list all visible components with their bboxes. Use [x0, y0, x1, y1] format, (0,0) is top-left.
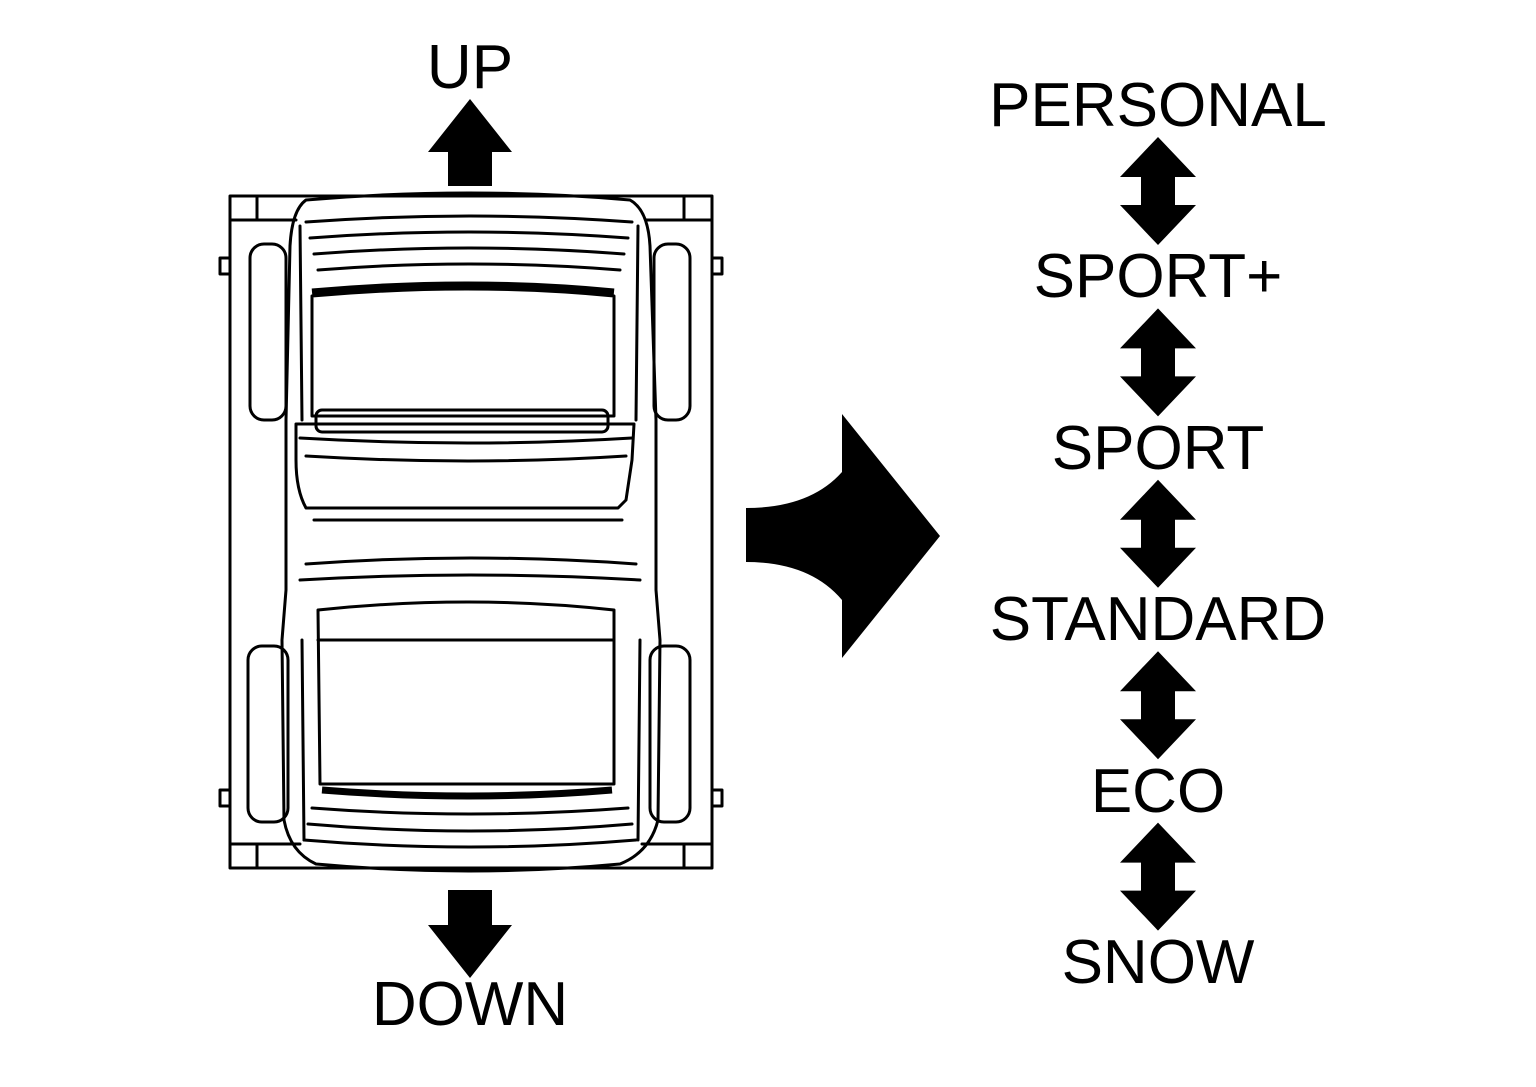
down-arrow-icon — [428, 890, 512, 978]
double-arrow-icon — [1120, 651, 1196, 760]
drive-mode-list: PERSONAL SPORT+ SPORT STANDARD ECO SNOW — [989, 71, 1327, 997]
double-arrow-icon — [1120, 822, 1196, 931]
mode-label-standard: STANDARD — [990, 585, 1326, 654]
up-label: UP — [427, 33, 513, 102]
double-arrow-icon — [1120, 308, 1196, 417]
down-label: DOWN — [372, 970, 568, 1039]
right-pointer-arrow-icon — [746, 414, 940, 658]
mode-label-eco: ECO — [1091, 757, 1225, 826]
mode-label-sport: SPORT — [1052, 414, 1264, 483]
mode-arrows — [1120, 137, 1196, 931]
car-top-view-icon — [218, 191, 724, 873]
double-arrow-icon — [1120, 137, 1196, 245]
mode-label-snow: SNOW — [1062, 928, 1255, 997]
double-arrow-icon — [1120, 479, 1196, 588]
up-arrow-icon — [428, 99, 512, 186]
mode-label-sport-plus: SPORT+ — [1034, 242, 1283, 311]
mode-label-personal: PERSONAL — [989, 71, 1327, 140]
